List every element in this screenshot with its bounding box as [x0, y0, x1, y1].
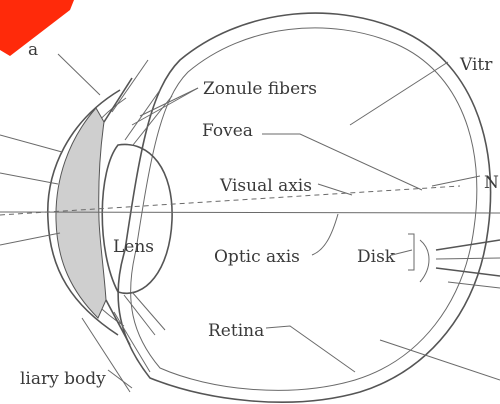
label-disk: Disk [357, 247, 396, 267]
optic-nerve-sheath [420, 240, 429, 282]
disk-bracket [408, 234, 414, 270]
label-fovea: Fovea [202, 121, 253, 141]
leader-ciliary [108, 370, 132, 388]
ciliary-strand-1 [112, 60, 148, 112]
label-lens: Lens [113, 237, 154, 257]
leader-vitreous [350, 62, 448, 125]
label-right-fragment: N [484, 173, 499, 193]
leader-visual-axis [318, 184, 352, 195]
optic-nerve-upper [436, 240, 500, 250]
label-zonule-fibers: Zonule fibers [203, 79, 317, 99]
leader-zonule [140, 88, 198, 116]
anterior-chamber [56, 108, 106, 318]
label-top-left-fragment: a [28, 40, 38, 60]
sclera-outer [118, 13, 490, 402]
iris-upper [104, 78, 132, 122]
label-vitreous-fragment: Vitr [459, 55, 493, 75]
label-retina: Retina [208, 321, 264, 341]
optic-nerve-mid [436, 258, 500, 259]
label-optic-axis: Optic axis [214, 247, 300, 267]
optic-nerve-lower [436, 268, 500, 276]
leader-top-left [58, 54, 100, 95]
lens [102, 144, 172, 293]
label-ciliary-body: liary body [20, 369, 106, 389]
label-visual-axis: Visual axis [219, 176, 312, 196]
leader-zonule-2 [132, 88, 198, 125]
leader-left-2 [0, 173, 58, 184]
leader-retina [266, 326, 355, 372]
leader-n [432, 176, 480, 186]
leader-left-1 [0, 135, 62, 152]
leader-optic-axis [312, 214, 338, 255]
